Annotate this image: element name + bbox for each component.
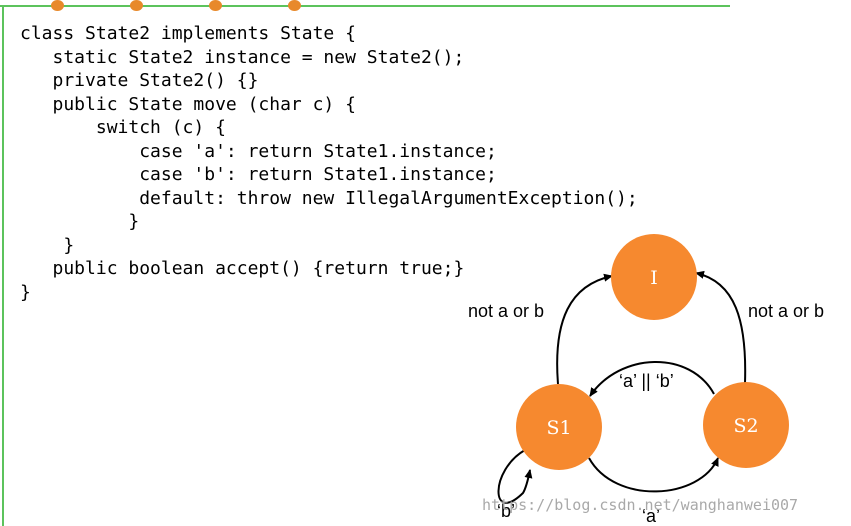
code-line: public State move (char c) { xyxy=(20,93,356,115)
frame-top-border xyxy=(0,5,730,7)
bullet-dot xyxy=(288,0,301,11)
node-i-label: I xyxy=(650,267,658,289)
code-line: private State2() {} xyxy=(20,70,259,91)
edge-label-s2-to-s1: ‘a’ || ‘b’ xyxy=(619,371,674,391)
code-line: } xyxy=(20,234,75,256)
code-line: case 'a': return State1.instance; xyxy=(20,140,497,162)
code-line: public boolean accept() {return true;} xyxy=(20,258,465,279)
edge-s2-to-s1 xyxy=(589,361,715,397)
node-s1-label: S1 xyxy=(546,417,571,439)
frame-left-border xyxy=(2,5,4,526)
edge-s1-to-s2 xyxy=(588,457,719,493)
node-i-circle xyxy=(611,234,697,320)
bullet-dot xyxy=(51,0,64,11)
edge-s1-self-loop xyxy=(497,449,533,504)
code-line: default: throw new IllegalArgumentExcept… xyxy=(20,187,638,209)
code-block: class State2 implements State { static S… xyxy=(20,22,638,304)
node-s2-label: S2 xyxy=(733,415,758,437)
edge-label-s1-loop: ‘b’ xyxy=(497,501,515,521)
edge-s1-to-i xyxy=(556,273,613,385)
code-line: class State2 implements State { xyxy=(20,23,356,44)
code-line: switch (c) { xyxy=(20,117,226,138)
edge-label-s1-to-i: not a or b xyxy=(468,301,544,321)
edge-s2-to-i xyxy=(695,270,747,384)
node-s1-circle xyxy=(516,384,602,470)
edge-label-s2-to-i: not a or b xyxy=(748,301,824,321)
code-line: static State2 instance = new State2(); xyxy=(20,46,465,68)
edge-label-s1-to-s2: ‘a’ xyxy=(642,506,660,526)
bullet-dot xyxy=(130,0,143,11)
watermark-text: https://blog.csdn.net/wanghanwei007 xyxy=(482,496,799,514)
code-line: case 'b': return State1.instance; xyxy=(20,164,497,185)
node-s2-circle xyxy=(703,382,789,468)
code-line: } xyxy=(20,281,31,303)
bullet-dot xyxy=(209,0,222,11)
code-line: } xyxy=(20,211,140,232)
